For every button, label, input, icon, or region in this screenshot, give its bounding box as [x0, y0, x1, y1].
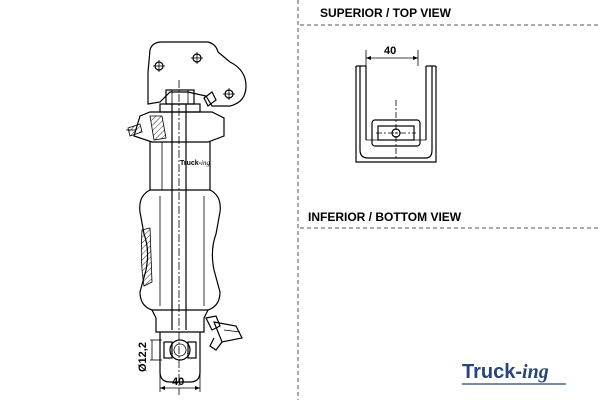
eye-diameter-dimension: Ø12,2	[137, 339, 162, 372]
mounting-bracket	[147, 41, 247, 107]
svg-text:Truck-ing: Truck-ing	[462, 361, 549, 383]
base-width-dimension: 40	[159, 366, 201, 392]
top-view-title: SUPERIOR / TOP VIEW	[320, 6, 452, 20]
top-view-drawing: 40	[355, 45, 437, 163]
bottom-view-title: INFERIOR / BOTTOM VIEW	[308, 210, 462, 224]
svg-text:Ø12,2: Ø12,2	[137, 342, 149, 372]
lower-eye	[159, 332, 201, 383]
body-logo: Truck-ing	[180, 159, 210, 167]
upper-housing	[149, 142, 211, 191]
air-spring-side-view: Truck-ing Ø12,2	[126, 41, 247, 395]
brand-logo: Truck-ing	[462, 361, 566, 385]
bellows	[139, 189, 221, 311]
upper-cap	[133, 111, 225, 143]
svg-text:40: 40	[172, 376, 184, 388]
lower-piston	[151, 309, 209, 333]
top-width-label: 40	[384, 45, 396, 57]
top-bracket-outer	[359, 66, 433, 159]
air-fitting	[205, 315, 243, 351]
